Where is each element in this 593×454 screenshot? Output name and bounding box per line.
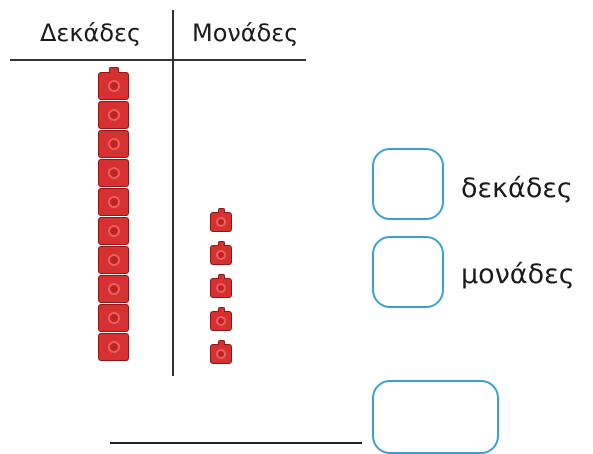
table-horizontal-divider [10,59,306,61]
unit-cube [210,307,232,331]
rod-cube [98,159,129,187]
tens-label: δεκάδες [461,173,573,204]
tens-answer-box[interactable] [372,148,444,220]
rod-cube [98,67,129,100]
tens-rod [98,67,129,362]
unit-cube [210,274,232,298]
rod-cube [98,304,129,332]
unit-cube [210,208,232,232]
rod-cube [98,333,129,361]
unit-cube [210,241,232,265]
rod-cube [98,188,129,216]
rod-cube [98,217,129,245]
ones-column-header: Μονάδες [192,19,299,47]
ones-label: μονάδες [461,259,575,290]
answer-line [110,442,362,444]
table-vertical-divider [172,10,174,376]
ones-answer-box[interactable] [372,236,444,308]
unit-cube [210,340,232,364]
rod-cube [98,246,129,274]
rod-cube [98,101,129,129]
total-answer-box[interactable] [372,380,499,454]
tens-column-header: Δεκάδες [40,19,142,47]
ones-cubes [210,208,232,377]
rod-cube [98,275,129,303]
rod-cube [98,130,129,158]
